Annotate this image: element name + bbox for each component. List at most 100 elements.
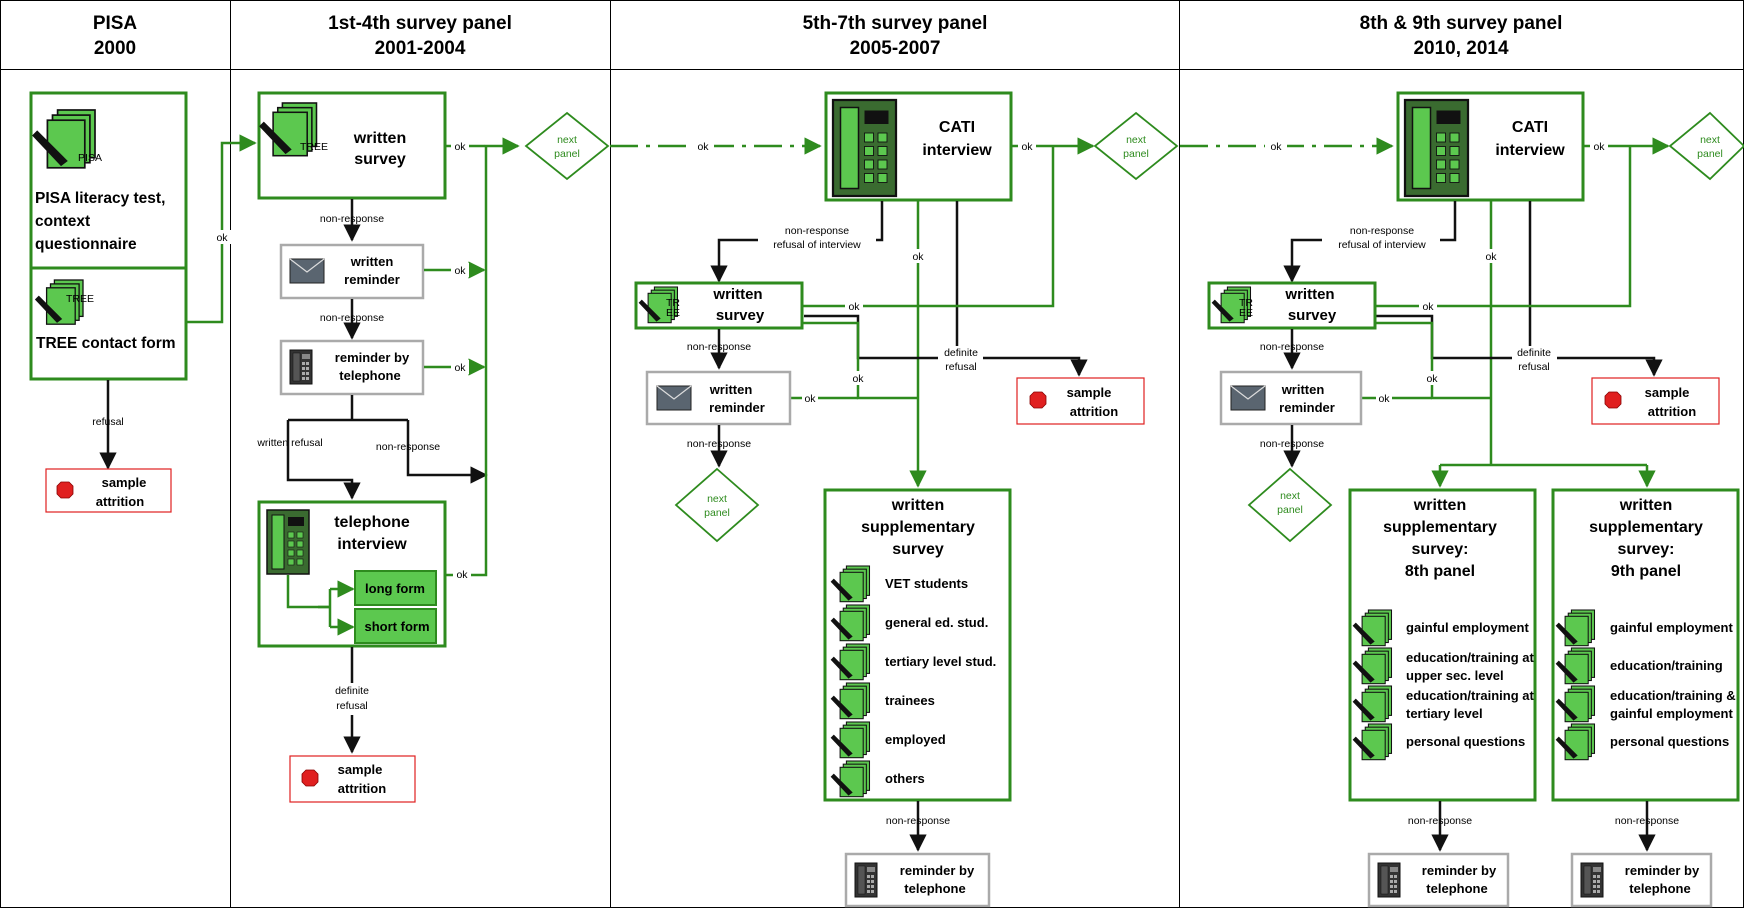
next-panel-diamond-4 [1668, 111, 1744, 181]
stop-icon [301, 769, 319, 787]
nonresponse-3-1: non-response [687, 341, 751, 353]
written-survey-3-line2: survey [716, 307, 765, 324]
pisa-attrition-line2: attrition [96, 494, 144, 509]
next-panel-diamond-1 [524, 111, 610, 181]
svg-text:telephone: telephone [904, 881, 965, 896]
svg-text:reminder by: reminder by [1625, 863, 1700, 878]
svg-text:written: written [1619, 497, 1672, 514]
nonresponse-label-1: non-response [320, 213, 384, 225]
nonresponse-label-3: non-response [376, 441, 440, 453]
svg-text:CATI: CATI [1512, 119, 1548, 136]
header-panel2-years: 2005-2007 [850, 38, 941, 59]
header-panel1-years: 2001-2004 [375, 38, 466, 59]
next-panel-diamond-3 [674, 467, 760, 543]
supp-item-label: personal questions [1610, 734, 1729, 749]
svg-text:TR: TR [666, 297, 680, 309]
svg-text:survey: survey [1288, 307, 1337, 324]
long-form-label: long form [365, 581, 425, 596]
svg-text:definite: definite [1517, 347, 1551, 359]
supp-item-label: education/training & [1610, 688, 1736, 703]
svg-text:next: next [1280, 490, 1300, 502]
tel-reminder-line2: telephone [339, 368, 400, 383]
svg-text:ok: ok [454, 362, 466, 374]
svg-text:reminder: reminder [1279, 400, 1335, 415]
column-headers: PISA 2000 1st-4th survey panel 2001-2004… [93, 13, 1563, 59]
svg-text:sample: sample [1645, 385, 1690, 400]
nonresponse-3-2: non-response [687, 438, 751, 450]
svg-text:ok: ok [804, 393, 816, 405]
svg-text:sample: sample [1067, 385, 1112, 400]
svg-text:interview: interview [1495, 142, 1565, 159]
tel-interview-line1: telephone [334, 514, 410, 531]
svg-text:ok: ok [1422, 301, 1434, 313]
svg-text:ok: ok [852, 373, 864, 385]
next-panel-1-line2: panel [554, 148, 580, 160]
tree-contact-label: TREE contact form [36, 335, 176, 352]
supp-item-label: personal questions [1406, 734, 1525, 749]
svg-text:next: next [707, 493, 727, 505]
written-survey-line1: written [353, 130, 406, 147]
stop-icon [1604, 391, 1622, 409]
ok-labels-col2: ok ok ok ok [451, 139, 471, 581]
svg-text:survey:: survey: [1412, 541, 1469, 558]
ok-label-col1: ok [216, 232, 228, 244]
svg-text:non-response: non-response [1408, 815, 1472, 827]
svg-text:panel: panel [704, 507, 730, 519]
header-pisa-year: 2000 [94, 38, 136, 59]
pisa-attrition-line1: sample [102, 475, 147, 490]
header-panel2-title: 5th-7th survey panel [803, 13, 988, 34]
stop-icon [56, 481, 74, 499]
svg-text:panel: panel [1697, 148, 1723, 160]
svg-text:ok: ok [1593, 141, 1605, 153]
svg-text:telephone: telephone [1629, 881, 1690, 896]
supp-item-label: gainful employment [1610, 706, 1733, 721]
svg-text:next: next [1126, 134, 1146, 146]
supp-items-list-9: gainful employmenteducation/trainingeduc… [1555, 609, 1736, 761]
svg-text:ok: ok [456, 569, 468, 581]
long-form-box [354, 570, 437, 606]
nonresp-refusal-line1: non-response [785, 225, 849, 237]
svg-text:EE: EE [1239, 307, 1253, 319]
nonresponse-3-3: non-response [886, 815, 950, 827]
supp-item-label: tertiary level stud. [885, 654, 996, 669]
svg-text:ok: ok [912, 251, 924, 263]
tel-reminder-line1: reminder by [335, 350, 410, 365]
svg-text:ok: ok [1485, 251, 1497, 263]
telephone-icon [1580, 862, 1604, 898]
svg-text:refusal: refusal [1518, 361, 1550, 373]
svg-text:panel: panel [1277, 504, 1303, 516]
header-panel1-title: 1st-4th survey panel [328, 13, 512, 34]
panel1-attrition-line1: sample [338, 762, 383, 777]
supp-item-label: general ed. stud. [885, 615, 988, 630]
svg-text:written: written [891, 497, 944, 514]
definite-refusal-3-line2: refusal [945, 361, 977, 373]
svg-text:8th panel: 8th panel [1405, 563, 1475, 580]
envelope-icon [1230, 385, 1266, 411]
cati-phone-icon [1403, 98, 1470, 198]
svg-text:telephone: telephone [1426, 881, 1487, 896]
panel1-column: TREE written survey non-response written… [256, 91, 822, 803]
header-pisa-title: PISA [93, 13, 138, 34]
written-survey-3-line1: written [712, 286, 762, 303]
nonresponse-label-2: non-response [320, 312, 384, 324]
written-survey-line2: survey [354, 151, 406, 168]
svg-text:non-response: non-response [1350, 225, 1414, 237]
svg-text:attrition: attrition [1648, 404, 1696, 419]
svg-text:ok: ok [1270, 141, 1282, 153]
ok-label-to-panel2: ok [697, 141, 709, 153]
cati-1-line1: CATI [939, 119, 975, 136]
supp-item-label: tertiary level [1406, 706, 1483, 721]
telephone-icon [289, 349, 313, 385]
tel-interview-phone-icon [266, 509, 310, 575]
next-panel-diamond-2 [1093, 111, 1179, 181]
pisa-test-line1: PISA literacy test, [35, 190, 165, 207]
svg-text:supplementary: supplementary [1383, 519, 1497, 536]
pisa-doc-label: PISA [78, 152, 102, 164]
envelope-icon [656, 385, 692, 411]
next-panel-1-line1: next [557, 134, 577, 146]
stop-icon [1029, 391, 1047, 409]
svg-text:next: next [1700, 134, 1720, 146]
svg-text:survey:: survey: [1618, 541, 1675, 558]
next-panel-diamond-5 [1247, 467, 1333, 543]
